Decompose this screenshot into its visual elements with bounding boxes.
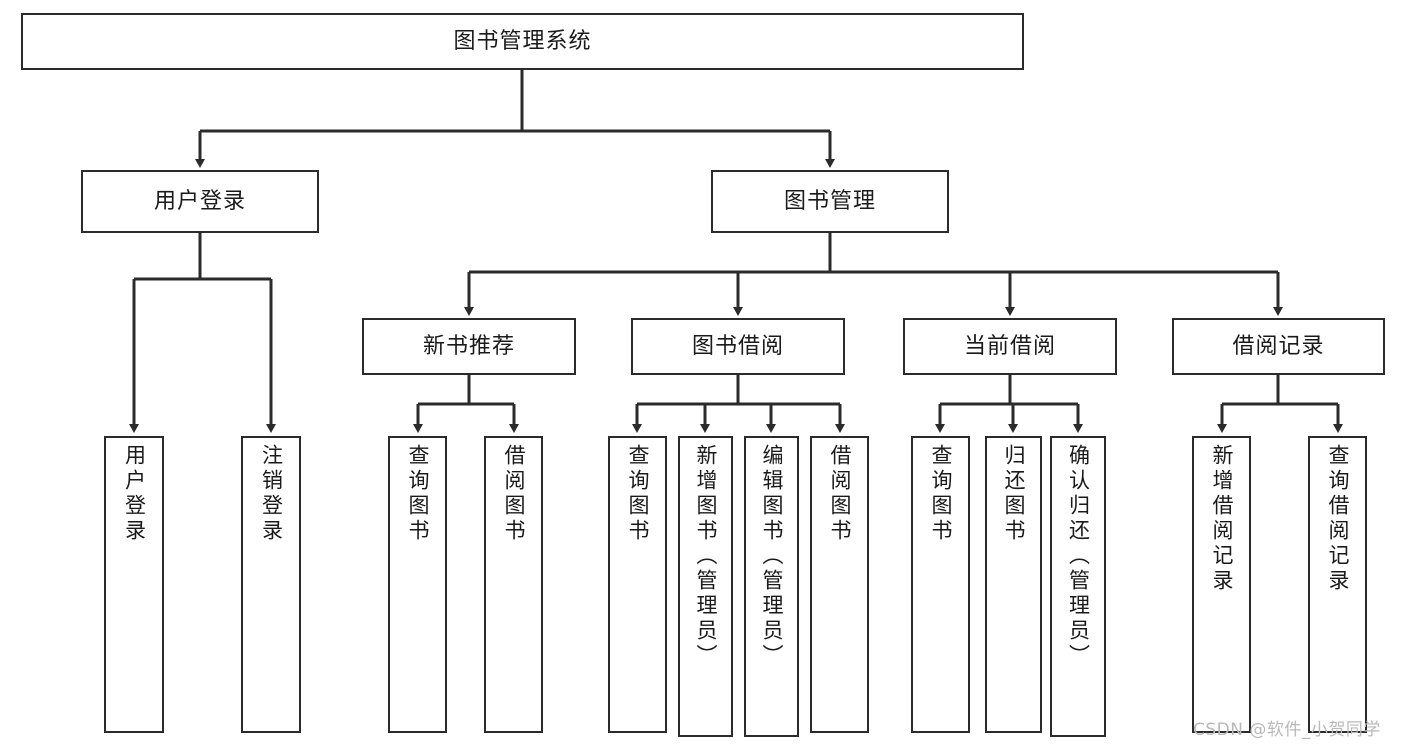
node-leaf-query-record[interactable]: 查询借阅记录 (1308, 436, 1367, 733)
node-current-borrow[interactable]: 当前借阅 (903, 318, 1117, 375)
node-leaf-query-book-1-label: 查询图书 (406, 444, 430, 544)
node-root-system[interactable]: 图书管理系统 (21, 13, 1024, 70)
node-book-borrow-label: 图书借阅 (691, 333, 784, 359)
node-user-login[interactable]: 用户登录 (81, 170, 319, 233)
node-new-book-recommend[interactable]: 新书推荐 (362, 318, 576, 375)
node-new-book-recommend-label: 新书推荐 (422, 333, 515, 359)
node-leaf-confirm-return-label: 确认归还（管理员） (1066, 444, 1091, 669)
node-leaf-return-book-label: 归还图书 (1002, 444, 1026, 544)
node-leaf-query-book-2-label: 查询图书 (626, 444, 650, 544)
node-leaf-query-record-label: 查询借阅记录 (1326, 444, 1350, 594)
node-leaf-query-book-3[interactable]: 查询图书 (911, 436, 970, 733)
node-leaf-add-book[interactable]: 新增图书（管理员） (678, 436, 733, 737)
node-leaf-borrow-book-2-label: 借阅图书 (828, 444, 852, 544)
node-leaf-query-book-3-label: 查询图书 (929, 444, 953, 544)
node-leaf-query-book-2[interactable]: 查询图书 (608, 436, 667, 733)
node-book-manage-label: 图书管理 (783, 188, 876, 214)
node-current-borrow-label: 当前借阅 (963, 333, 1056, 359)
node-user-login-label: 用户登录 (153, 188, 246, 214)
node-leaf-logout-login[interactable]: 注销登录 (241, 436, 301, 733)
node-leaf-user-login-label: 用户登录 (122, 444, 147, 544)
node-leaf-logout-login-label: 注销登录 (259, 444, 284, 544)
node-leaf-borrow-book-2[interactable]: 借阅图书 (810, 436, 869, 733)
node-root-label: 图书管理系统 (453, 28, 592, 54)
node-leaf-confirm-return[interactable]: 确认归还（管理员） (1050, 436, 1106, 737)
node-book-manage[interactable]: 图书管理 (711, 170, 949, 233)
node-leaf-add-record-label: 新增借阅记录 (1210, 444, 1234, 594)
node-leaf-return-book[interactable]: 归还图书 (985, 436, 1042, 733)
node-leaf-borrow-book-1-label: 借阅图书 (502, 444, 526, 544)
node-leaf-borrow-book-1[interactable]: 借阅图书 (484, 436, 543, 733)
node-leaf-add-book-label: 新增图书（管理员） (694, 444, 718, 669)
node-leaf-edit-book[interactable]: 编辑图书（管理员） (744, 436, 799, 737)
node-leaf-user-login[interactable]: 用户登录 (104, 436, 164, 733)
node-borrow-record[interactable]: 借阅记录 (1172, 318, 1385, 375)
node-book-borrow[interactable]: 图书借阅 (631, 318, 845, 375)
node-leaf-edit-book-label: 编辑图书（管理员） (760, 444, 784, 669)
node-leaf-query-book-1[interactable]: 查询图书 (388, 436, 447, 733)
node-borrow-record-label: 借阅记录 (1232, 333, 1325, 359)
node-leaf-add-record[interactable]: 新增借阅记录 (1192, 436, 1251, 733)
